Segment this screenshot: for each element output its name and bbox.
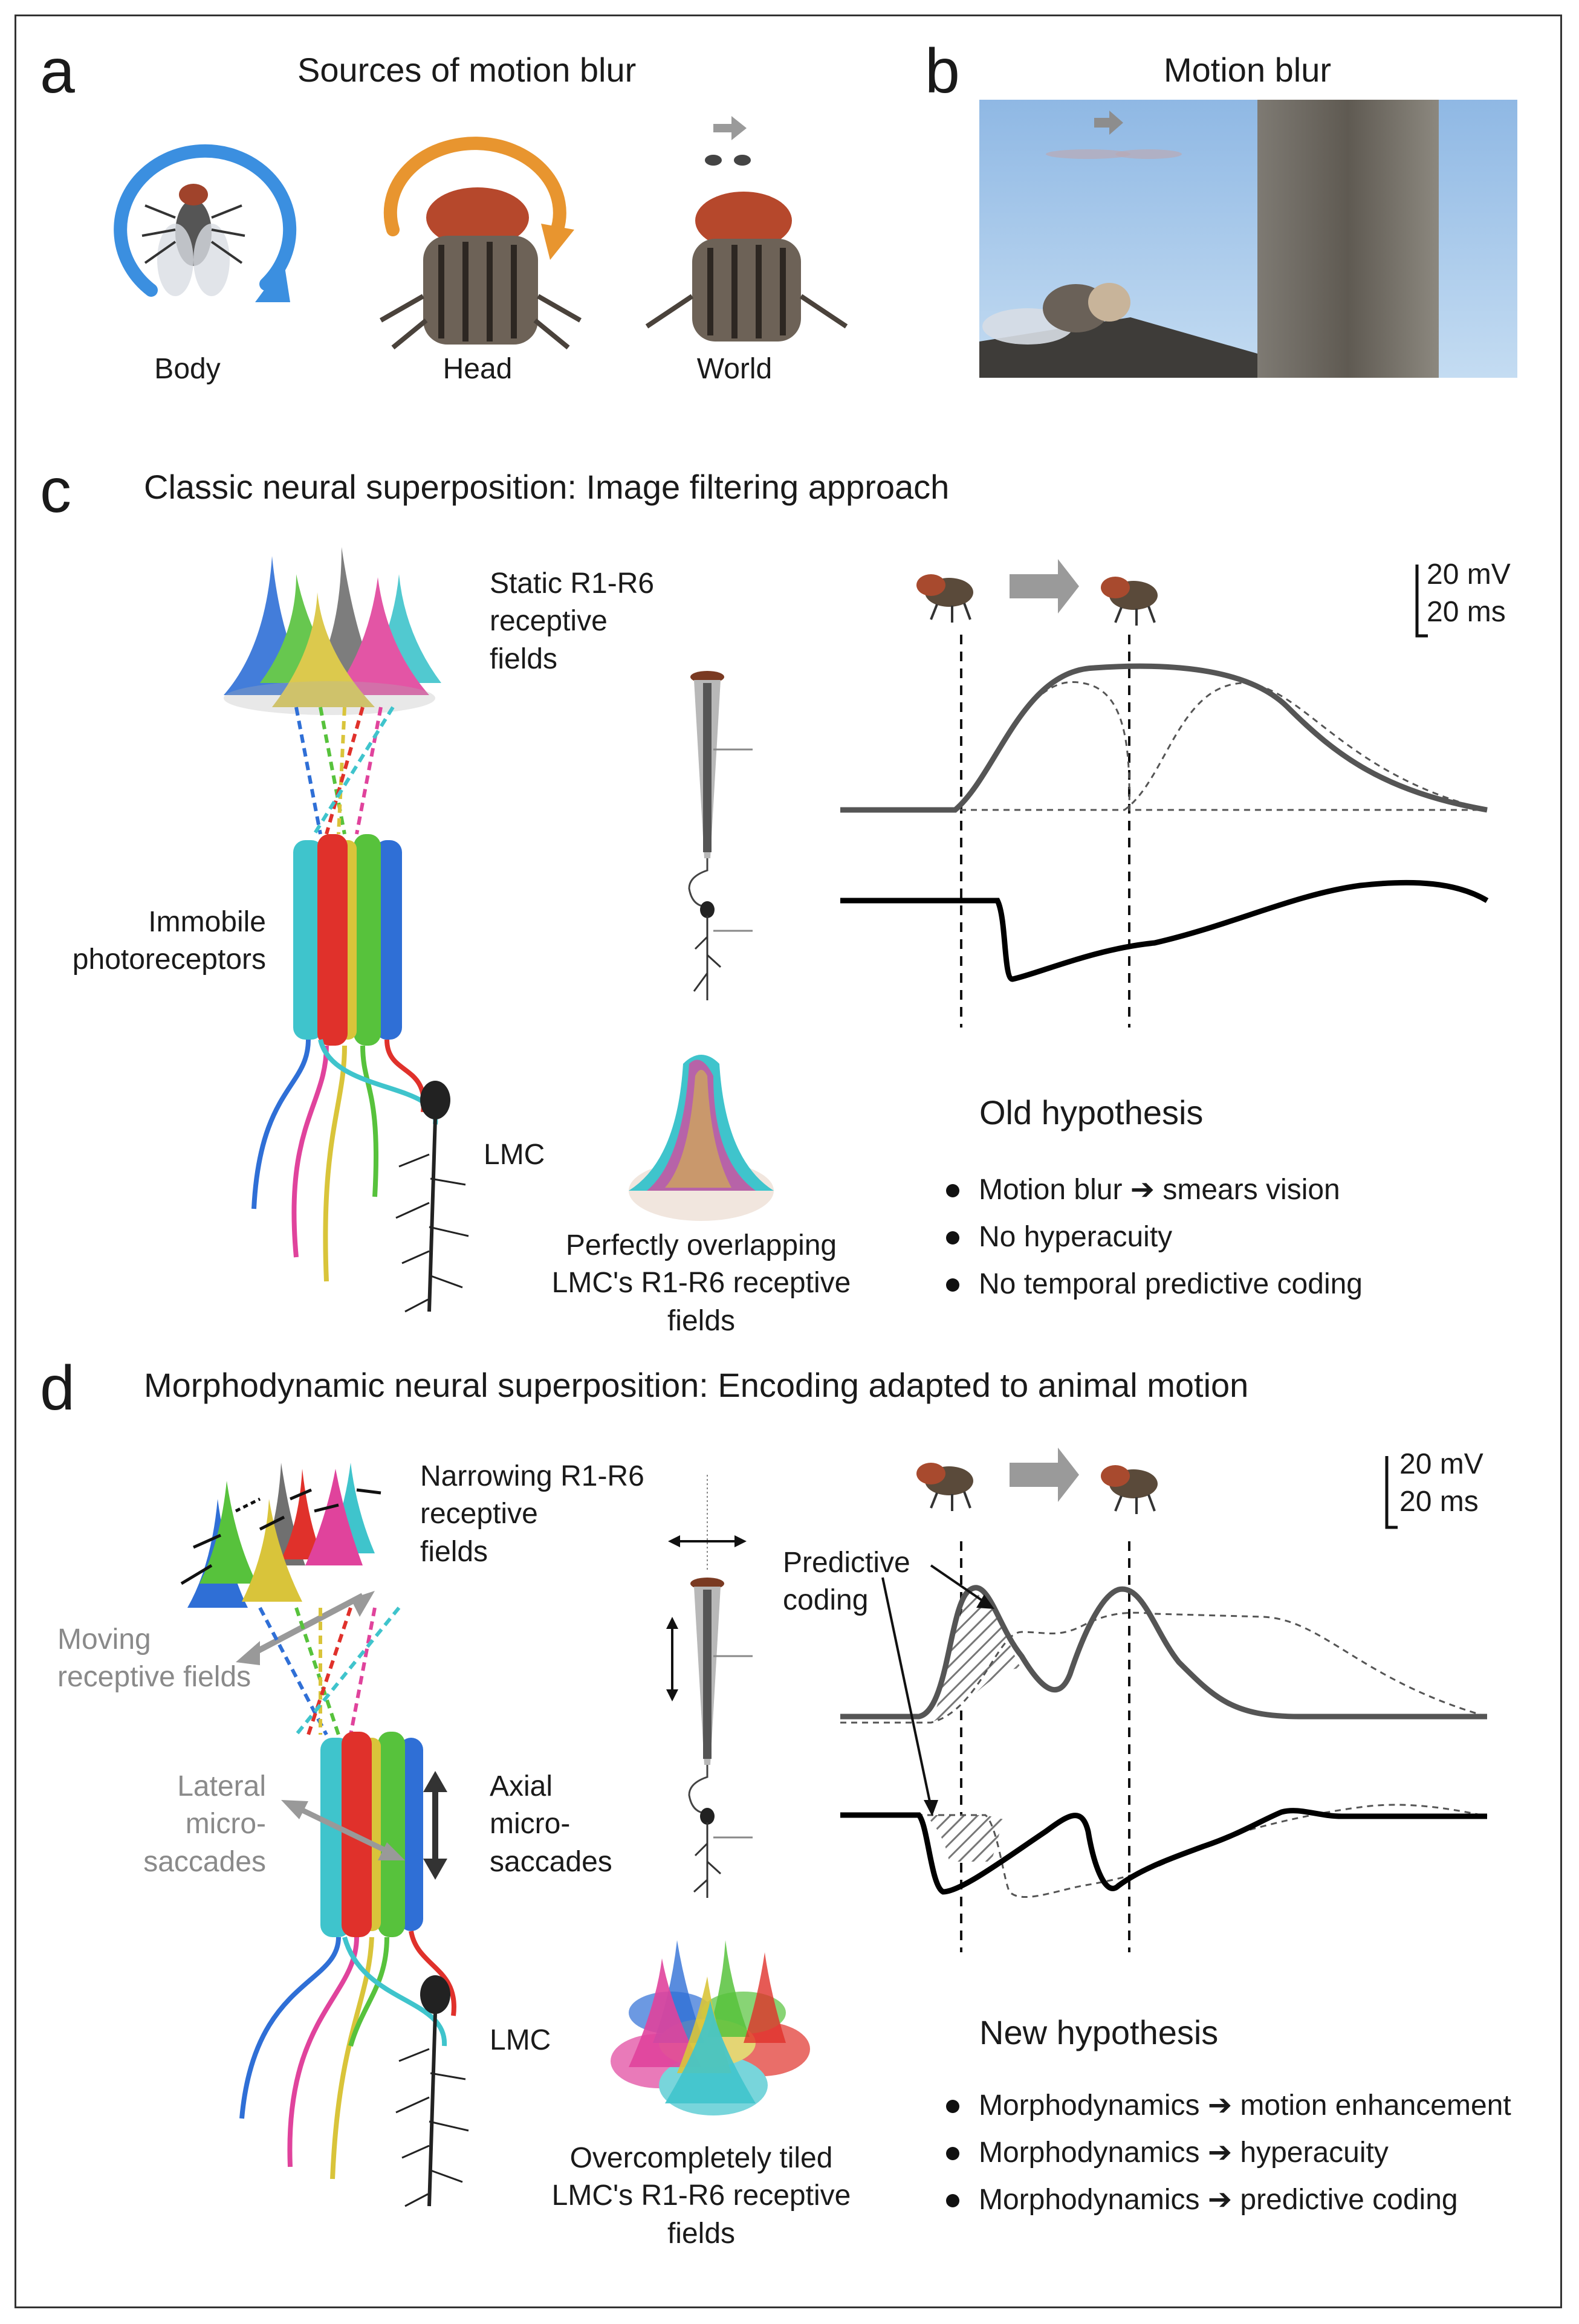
- lmc-trace: [840, 879, 1489, 982]
- panel-a-title: Sources of motion blur: [297, 51, 637, 89]
- fly-motion-icons: [916, 1448, 1158, 1514]
- lateral-microsaccades-label: Lateral micro- saccades: [143, 1770, 266, 1878]
- tiled-rf-label: Overcompletely tiled LMC's R1-R6 recepti…: [551, 2142, 851, 2250]
- panel-d-title: Morphodynamic neural superposition: Enco…: [144, 1366, 1249, 1404]
- r1-r6-response-dashed: [840, 682, 1488, 811]
- fly-icon: [1101, 1465, 1158, 1514]
- fly-icon: [916, 574, 973, 623]
- overcomplete-tiled-rf: [611, 1940, 810, 2115]
- panel-c-title: Classic neural superposition: Image filt…: [144, 468, 950, 506]
- fly-head-icon: [645, 192, 848, 341]
- arrowhead-icon: [255, 263, 290, 302]
- r1-r6-response-dashed: [840, 681, 1487, 811]
- old-hypothesis-list: Motion blur ➔ smears vision No hyperacui…: [946, 1167, 1363, 1308]
- fly-head-icon: [380, 187, 582, 350]
- static-rf-label: Static R1-R6 receptive fields: [490, 568, 655, 675]
- rotation-arrow-icon: [114, 144, 297, 297]
- resting-fly-icon: [982, 283, 1130, 345]
- lmc-label: LMC: [484, 1139, 545, 1171]
- old-hypothesis-title: Old hypothesis: [979, 1093, 1204, 1131]
- list-item: Motion blur ➔ smears vision: [946, 1167, 1363, 1214]
- panel-c-letter: c: [40, 456, 71, 526]
- blurred-tree-trunk: [1257, 100, 1439, 378]
- recording-electrode: [688, 671, 753, 1000]
- perfect-overlap-label: Perfectly overlapping LMC's R1-R6 recept…: [551, 1229, 851, 1337]
- old-hypothesis-traces: [840, 635, 1489, 1028]
- perfect-overlap-rf: [629, 1055, 774, 1221]
- rf-to-photoreceptor-lines: [258, 1607, 401, 1736]
- arrowhead-icon: [924, 1800, 938, 1816]
- list-item: No hyperacuity: [946, 1214, 1363, 1261]
- scale-bar: [1385, 1456, 1398, 1529]
- right-arrow-icon: [1094, 111, 1123, 135]
- fly-motion-icons: [916, 559, 1158, 626]
- predictive-hatched-area: [931, 1590, 1022, 1723]
- scale-ms: 20 ms: [1399, 1486, 1479, 1518]
- scale-ms: 20 ms: [1427, 596, 1506, 628]
- world-motion-illustration: [645, 116, 848, 341]
- immobile-photoreceptors-label: Immobile photoreceptors: [72, 906, 266, 976]
- predictive-hatched-area: [922, 1815, 1003, 1862]
- new-hypothesis-list: Morphodynamics ➔ motion enhancement Morp…: [946, 2082, 1511, 2224]
- scale-mv: 20 mV: [1399, 1448, 1483, 1480]
- predictive-coding-label: Predictive coding: [783, 1547, 910, 1617]
- right-arrow-icon: [713, 116, 747, 140]
- recording-electrode: [666, 1475, 753, 1898]
- list-item: Morphodynamics ➔ motion enhancement: [946, 2082, 1511, 2129]
- lmc-neuron: [395, 1975, 469, 2207]
- fly-icon: [1101, 577, 1158, 626]
- lateral-microsaccade-arrow: [281, 1800, 405, 1860]
- body-rotation-illustration: [114, 144, 297, 302]
- new-hypothesis-traces: [840, 1541, 1488, 1952]
- fly-icon: [916, 1463, 973, 1511]
- arrowhead-icon: [976, 1594, 994, 1609]
- figure-frame: [15, 15, 1562, 2308]
- lmc-neuron: [395, 1081, 469, 1313]
- scale-bar: [1415, 565, 1428, 638]
- head-rotation-illustration: [380, 137, 582, 350]
- label-body: Body: [154, 353, 221, 385]
- immobile-photoreceptors: [251, 834, 438, 1282]
- fly-top-view-icon: [141, 184, 245, 296]
- static-receptive-fields: [224, 547, 441, 715]
- label-head: Head: [443, 353, 513, 385]
- rf-to-photoreceptor-lines: [294, 706, 395, 835]
- lmc-label: LMC: [490, 2024, 551, 2056]
- list-item: Morphodynamics ➔ hyperacuity: [946, 2129, 1511, 2177]
- list-item: No temporal predictive coding: [946, 1261, 1363, 1308]
- label-world: World: [696, 353, 773, 385]
- right-arrow-icon: [1010, 1448, 1079, 1502]
- narrowing-receptive-fields: [180, 1463, 381, 1665]
- microsaccading-photoreceptors: [239, 1732, 456, 2180]
- motion-blur-photo: [979, 100, 1517, 378]
- panel-b-title: Motion blur: [1164, 51, 1332, 89]
- lmc-trace: [840, 1808, 1487, 1895]
- r1-r6-sum-trace: [840, 1585, 1487, 1720]
- panel-d-letter: d: [40, 1353, 75, 1423]
- moving-rf-label: Moving receptive fields: [57, 1623, 251, 1694]
- arrowhead-icon: [541, 224, 574, 260]
- axial-microsaccade-arrow: [423, 1771, 447, 1880]
- blurred-fly: [1046, 149, 1130, 159]
- small-fly-icon: [705, 155, 751, 166]
- panel-a-letter: a: [40, 36, 75, 106]
- list-item: Morphodynamics ➔ predictive coding: [946, 2177, 1511, 2224]
- panel-b-letter: b: [925, 36, 960, 106]
- axial-microsaccades-label: Axial micro- saccades: [490, 1770, 612, 1878]
- r1-r6-sum-trace: [840, 663, 1488, 813]
- new-hypothesis-title: New hypothesis: [979, 2013, 1219, 2051]
- scale-mv: 20 mV: [1427, 558, 1511, 591]
- right-arrow-icon: [1010, 559, 1079, 613]
- narrowing-rf-label: Narrowing R1-R6 receptive fields: [420, 1460, 644, 1568]
